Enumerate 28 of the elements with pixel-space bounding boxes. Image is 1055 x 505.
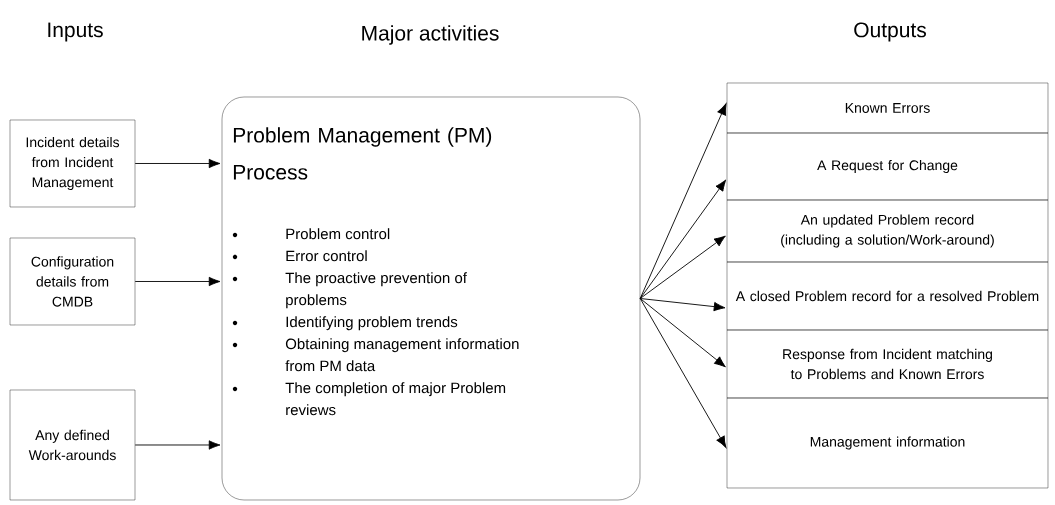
arrow bbox=[134, 158, 221, 169]
arrow bbox=[134, 276, 221, 287]
bullet-item: Problem control bbox=[232, 228, 390, 240]
output-box: An updated Problem record (including a solution/Work-around) bbox=[726, 199, 1049, 263]
arrow bbox=[639, 298, 727, 448]
arrow bbox=[639, 298, 726, 368]
column-heading: Outputs bbox=[854, 22, 926, 42]
output-box: Response from Incident matching to Problems and Known Errors bbox=[726, 329, 1049, 399]
output-box: A Request for Change bbox=[726, 132, 1049, 201]
bullet-item: Obtaining management information from PM data bbox=[232, 338, 519, 372]
bullet-item: The completion of major Problem reviews bbox=[232, 382, 506, 416]
column-heading: Major activities bbox=[362, 25, 499, 45]
input-box: Incident details from Incident Management bbox=[9, 119, 136, 208]
arrow bbox=[639, 103, 727, 299]
arrow bbox=[134, 440, 221, 450]
bullet-item: Identifying problem trends bbox=[232, 316, 458, 331]
output-box: Known Errors bbox=[726, 82, 1049, 134]
input-box: Configuration details from CMDB bbox=[9, 237, 136, 326]
output-box: A closed Problem record for a resolved Problem bbox=[726, 261, 1049, 331]
input-box: Any defined Work-arounds bbox=[9, 389, 136, 501]
bullet-item: The proactive prevention of problems bbox=[232, 272, 467, 309]
column-heading: Inputs bbox=[48, 22, 103, 42]
output-box: Management information bbox=[726, 397, 1049, 489]
bullet-item: Error control bbox=[232, 250, 367, 262]
arrow bbox=[639, 179, 727, 299]
process-heading: Problem Management (PM) Process bbox=[233, 127, 492, 180]
arrow bbox=[639, 235, 726, 299]
arrow bbox=[639, 298, 726, 312]
